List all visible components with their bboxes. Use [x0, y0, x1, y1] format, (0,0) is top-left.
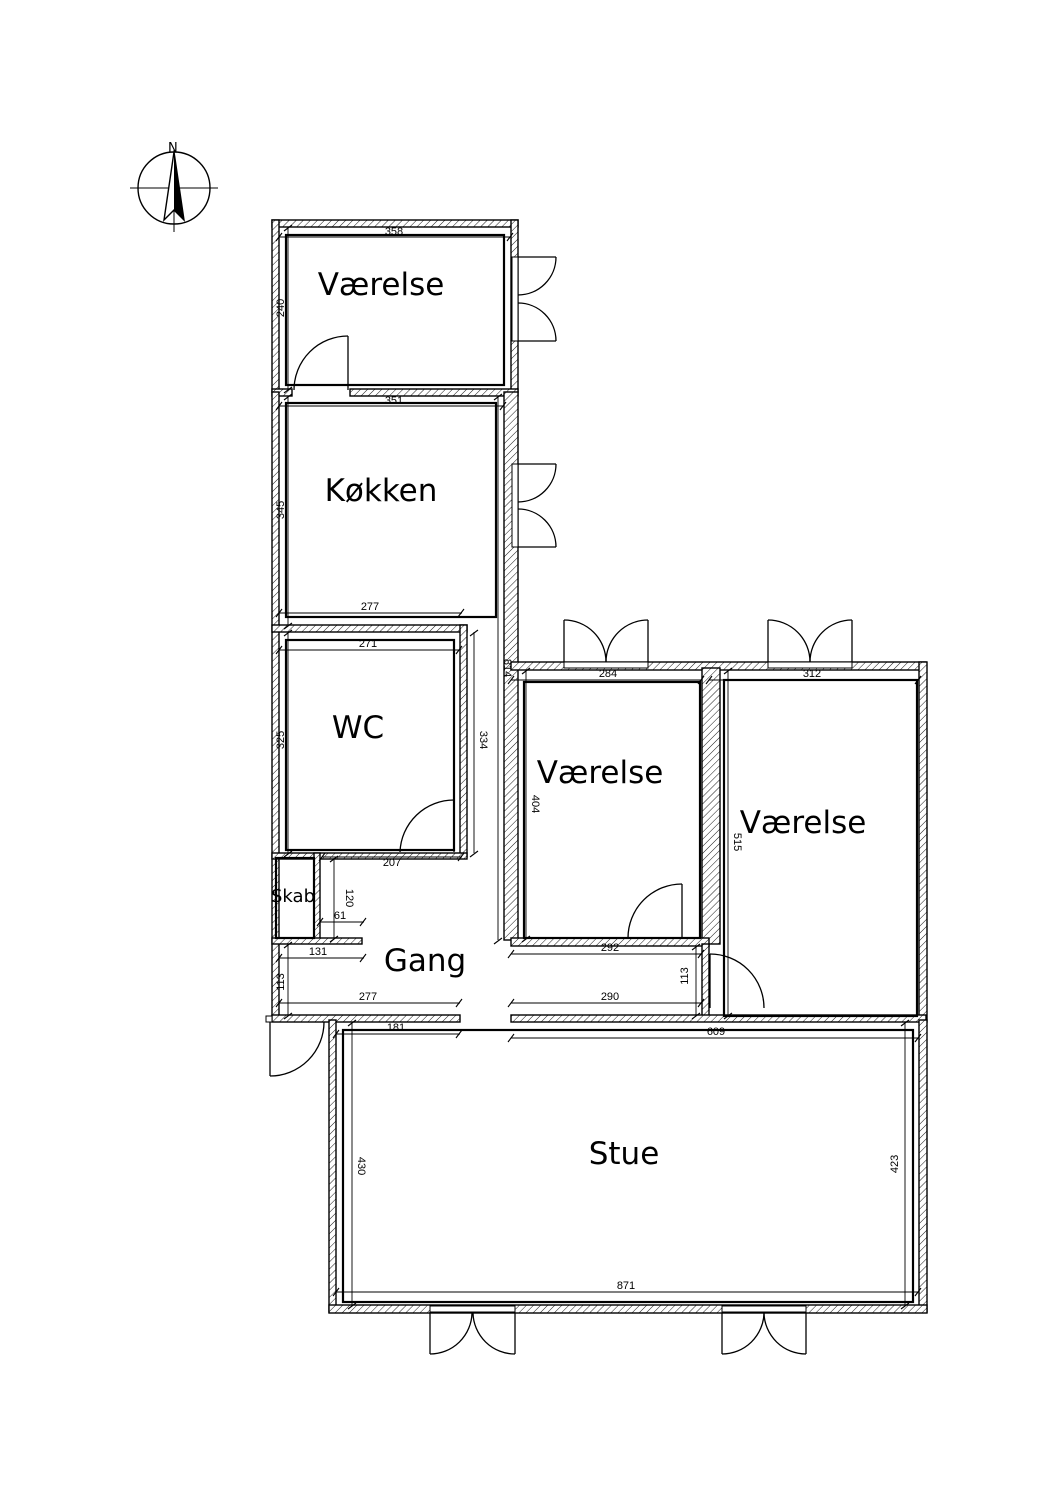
north-label: N [168, 141, 178, 156]
double-door-icon [563, 619, 649, 669]
room-label-vaerelse-right: Værelse [740, 805, 867, 841]
dim-wc-width: 271 [359, 638, 377, 650]
dim-wc-height: 325 [275, 731, 287, 749]
dim-vaerelse-mid-bottom: 292 [601, 942, 619, 954]
dim-kokken-height: 345 [275, 501, 287, 519]
room-labels: Værelse Køkken WC Skab Gang Værelse Være… [271, 267, 866, 1172]
dim-stue-181: 181 [387, 1022, 405, 1034]
dim-skab-height: 120 [343, 889, 355, 907]
dimension-ticks [275, 224, 922, 1310]
dim-vaerelse-right-width: 312 [803, 668, 821, 680]
dim-vaerelse-top-width: 358 [385, 226, 403, 238]
dim-vaerelse-right-height: 515 [731, 833, 743, 851]
walls [271, 219, 928, 1314]
dim-skab-width: 61 [334, 910, 346, 922]
door-icon [399, 799, 455, 853]
room-label-vaerelse-mid: Værelse [537, 755, 664, 791]
door-icon [293, 335, 349, 391]
double-door-icon [511, 256, 557, 342]
dim-gang-113-left: 113 [275, 973, 287, 991]
room-label-gang: Gang [384, 943, 466, 979]
dim-gang-290: 290 [601, 991, 619, 1003]
dim-stue-right-height: 423 [889, 1155, 901, 1173]
dim-corridor: 814 [501, 659, 513, 677]
dim-gang-131: 131 [309, 946, 327, 958]
doors [265, 256, 853, 1355]
dim-gang-277: 277 [359, 991, 377, 1003]
dim-kokken-width: 351 [385, 395, 403, 407]
room-label-skab: Skab [271, 886, 315, 907]
dim-stue-left-height: 430 [355, 1157, 367, 1175]
double-door-icon [429, 1305, 516, 1355]
door-icon [709, 953, 765, 1009]
dimension-lines [279, 227, 919, 1305]
dim-vaerelse-mid-height: 404 [529, 795, 541, 813]
north-arrow-icon: N [130, 141, 218, 232]
room-label-wc: WC [332, 710, 384, 746]
dim-vaerelse-mid-width: 284 [599, 668, 617, 680]
double-door-icon [721, 1305, 807, 1355]
dimension-labels: 358 351 277 271 207 61 131 277 181 284 2… [275, 226, 901, 1292]
room-label-vaerelse-top: Værelse [318, 267, 445, 303]
entrance-door-icon [265, 1015, 325, 1077]
dim-kokken-bottom: 277 [361, 601, 379, 613]
door-icon [627, 883, 683, 939]
dim-stue-width: 871 [617, 1280, 635, 1292]
room-label-kokken: Køkken [325, 473, 438, 509]
dim-stue-609: 609 [707, 1026, 725, 1038]
dim-wc-bottom: 207 [383, 857, 401, 869]
room-label-stue: Stue [589, 1136, 660, 1172]
double-door-icon [767, 619, 853, 669]
dim-gang-113-right: 113 [679, 967, 691, 985]
double-door-icon [511, 463, 557, 548]
dim-vaerelse-top-height: 240 [275, 299, 287, 317]
dim-wc-right: 334 [477, 731, 489, 749]
